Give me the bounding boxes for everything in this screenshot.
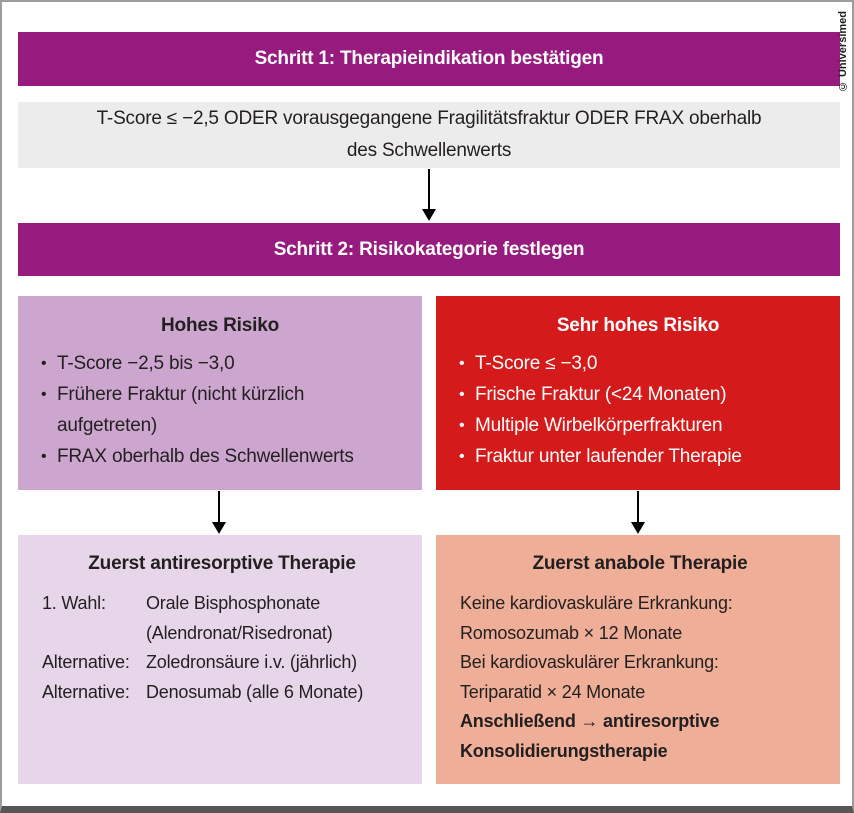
very-high-risk-title: Sehr hohes Risiko: [556, 315, 720, 336]
antiresorptive-therapy-title: Zuerst antiresorptive Therapie: [88, 553, 356, 574]
indication-text: T-Score ≤ −2,5 ODER vorausgegangene Frag…: [96, 108, 762, 161]
copyright-credit: © Universimed: [837, 11, 849, 93]
arrow-head: [212, 522, 226, 534]
anabolic-therapy-box: Zuerst anabole Therapie Keine kardiovask…: [436, 535, 840, 784]
therapy-row-value: Zoledronsäure i.v. (jährlich): [146, 652, 357, 672]
list-item: FRAX oberhalb des Schwellenwerts: [40, 441, 400, 472]
high-risk-list: T-Score −2,5 bis −3,0 Frühere Fraktur (n…: [40, 348, 400, 472]
list-item: Frische Fraktur (<24 Monaten): [458, 379, 818, 410]
antiresorptive-therapy-rows: 1. Wahl: Orale Bisphosphonate (Alendrona…: [42, 589, 402, 707]
therapy-line: Teriparatid × 24 Monate: [460, 681, 646, 702]
step2-header: Schritt 2: Risikokategorie festlegen: [18, 223, 840, 276]
antiresorptive-therapy-box: Zuerst antiresorptive Therapie 1. Wahl: …: [18, 535, 422, 784]
down-arrow-icon: [211, 491, 227, 534]
very-high-risk-box: Sehr hohes Risiko T-Score ≤ −3,0 Frische…: [436, 296, 840, 490]
down-arrow-icon: [421, 169, 437, 221]
arrow-shaft: [428, 169, 430, 212]
therapy-line-consolidation: Anschließend → antiresorptive: [460, 711, 720, 731]
therapy-row-value: (Alendronat/Risedronat): [146, 622, 333, 643]
therapy-row-value: Denosumab (alle 6 Monate): [146, 681, 364, 702]
anabolic-therapy-title: Zuerst anabole Therapie: [532, 553, 748, 574]
list-item: Fraktur unter laufender Therapie: [458, 441, 818, 472]
indication-box: T-Score ≤ −2,5 ODER vorausgegangene Frag…: [18, 102, 840, 168]
down-arrow-icon: [630, 491, 646, 534]
arrow-head: [631, 522, 645, 534]
therapy-line: Bei kardiovaskulärer Erkrankung:: [460, 652, 719, 672]
list-item: Multiple Wirbelkörperfrakturen: [458, 410, 818, 441]
therapy-row-label: Alternative:: [42, 681, 130, 702]
arrow-shaft: [637, 491, 639, 525]
step1-title: Schritt 1: Therapieindikation bestätigen: [254, 48, 604, 69]
list-item: T-Score −2,5 bis −3,0: [40, 348, 400, 379]
therapy-line: Keine kardiovaskuläre Erkrankung:: [460, 593, 733, 613]
therapy-line: Romosozumab × 12 Monate: [460, 622, 683, 643]
high-risk-title: Hohes Risiko: [161, 315, 279, 336]
arrow-head: [422, 209, 436, 221]
therapy-row-label: [42, 619, 146, 649]
high-risk-box: Hohes Risiko T-Score −2,5 bis −3,0 Frühe…: [18, 296, 422, 490]
list-item: T-Score ≤ −3,0: [458, 348, 818, 379]
very-high-risk-list: T-Score ≤ −3,0 Frische Fraktur (<24 Mona…: [458, 348, 818, 472]
therapy-row-value: Orale Bisphosphonate: [146, 593, 321, 613]
list-item: Frühere Fraktur (nicht kürzlich aufgetre…: [40, 379, 400, 441]
therapy-row-label: 1. Wahl:: [42, 593, 106, 613]
anabolic-therapy-lines: Keine kardiovaskuläre Erkrankung: Romoso…: [460, 589, 820, 766]
step2-title: Schritt 2: Risikokategorie festlegen: [273, 238, 585, 260]
therapy-line-consolidation: Konsolidierungstherapie: [460, 740, 668, 761]
therapy-row-label: Alternative:: [42, 652, 130, 672]
step1-header: Schritt 1: Therapieindikation bestätigen: [18, 32, 840, 86]
arrow-shaft: [218, 491, 220, 525]
